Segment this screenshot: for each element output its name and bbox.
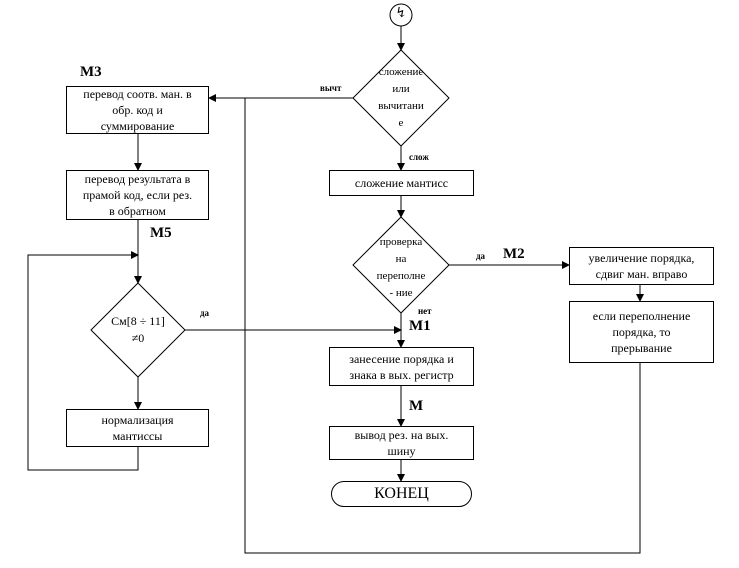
branch-net: нет	[418, 306, 432, 316]
block-line: перевод результата в	[84, 172, 191, 186]
block-line: прамой код, если рез.	[82, 188, 193, 202]
output-result-block: вывод рез. на вых. шину	[329, 426, 474, 460]
branch-da-overflow: да	[476, 251, 486, 261]
overflow-line: на	[395, 253, 407, 265]
normalize-loop-line	[27, 251, 139, 471]
convert-direct-block: перевод результата в прамой код, если ре…	[66, 170, 209, 220]
block-line: знака в вых. регистр	[349, 367, 454, 382]
overflow-check: проверка на переполне - ние	[361, 234, 441, 302]
convert-sum-block: перевод соотв. ман. в обр. код и суммиро…	[66, 86, 209, 134]
block-line: вывод рез. на вых.	[354, 428, 449, 442]
normalize-block: нормализация мантиссы	[66, 409, 209, 447]
store-order-sign-block: занесение порядка и знака в вых. регистр	[329, 347, 474, 386]
loop-back-line	[244, 98, 641, 554]
add-sub-line: е	[398, 117, 404, 129]
mark-m2: М2	[503, 246, 525, 262]
block-line: шину	[387, 444, 416, 458]
add-sub-line: сложение	[378, 66, 424, 78]
cm-check: См[8 ÷ 11] ≠0	[98, 313, 178, 347]
overflow-line: проверка	[379, 236, 423, 248]
add-mantissas-block: сложение мантисс	[329, 170, 474, 196]
add-sub-line: или	[392, 83, 410, 95]
block-line: порядка, то	[612, 325, 671, 339]
add-sub-line: вычитани	[378, 100, 424, 112]
mark-m1: М1	[409, 318, 431, 334]
branch-da-cm: да	[200, 308, 210, 318]
block-line: прерывание	[611, 341, 672, 355]
cm-line: ≠0	[131, 331, 145, 345]
end-terminal: КОНЕЦ	[331, 481, 472, 507]
block-line: перевод соотв. ман. в	[83, 87, 192, 101]
increase-order-block: увеличение порядка, сдвиг ман. вправо	[569, 247, 714, 285]
block-line: обр. код и	[112, 103, 163, 117]
block-line: увеличение порядка,	[588, 251, 695, 265]
branch-vych: вычт	[320, 83, 342, 93]
branch-slozh: слож	[409, 152, 429, 162]
block-line: сдвиг ман. вправо	[595, 267, 688, 281]
cm-line: См[8 ÷ 11]	[111, 314, 165, 328]
block-line: суммирование	[100, 119, 175, 133]
block-line: в обратном	[109, 204, 166, 218]
block-line: занесение порядка и	[349, 351, 454, 366]
mark-m3: М3	[80, 64, 102, 80]
add-sub-decision: сложение или вычитани е	[361, 64, 441, 132]
overflow-interrupt-block: если переполнение порядка, то прерывание	[569, 301, 714, 363]
block-line: если переполнение	[592, 309, 691, 323]
start-icon: ↯	[395, 6, 407, 21]
mark-m5: М5	[150, 225, 172, 241]
overflow-line: - ние	[389, 287, 413, 299]
block-line: мантиссы	[112, 429, 163, 443]
overflow-line: переполне	[376, 270, 426, 282]
block-line: нормализация	[101, 413, 174, 427]
mark-m: М	[409, 398, 424, 414]
